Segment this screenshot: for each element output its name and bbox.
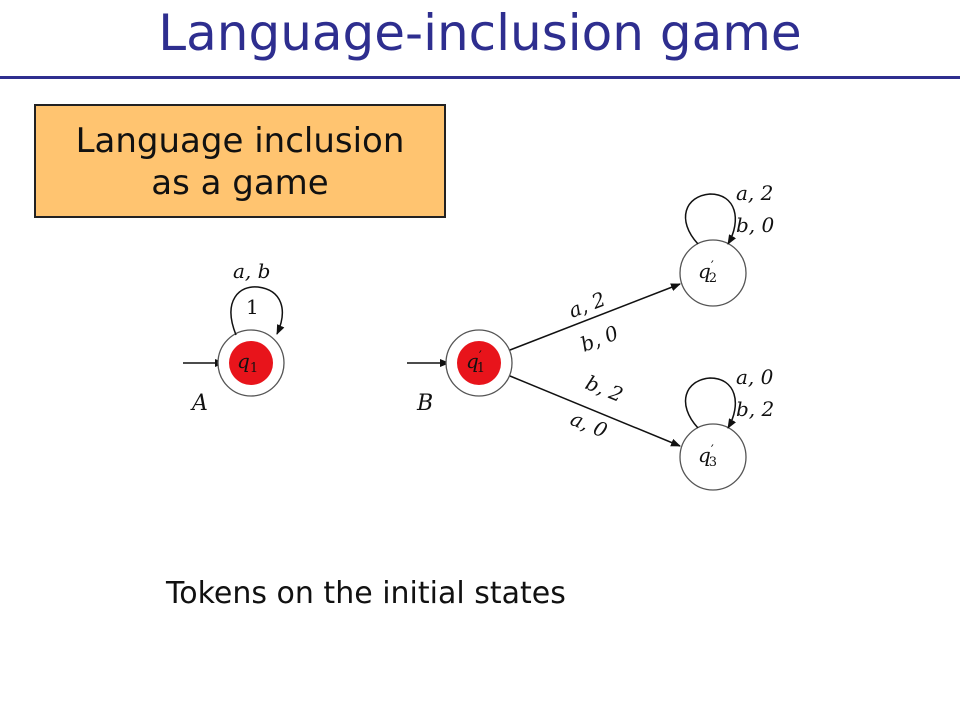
b-loop-q2: [684, 193, 737, 245]
b-edge-q1-q2-bottom-label: b, 0: [577, 320, 622, 356]
a-token-q1: [229, 341, 273, 385]
b-q2-label: q′2: [698, 259, 717, 286]
b-edge-q1-q3-top-label: b, 2: [582, 370, 626, 407]
b-edge-q1-q3-bottom-label: a, 0: [567, 406, 611, 442]
b-token-q1: [457, 341, 501, 385]
automaton-b: q′1 q′2 q′3 a, 2 b, 0 b, 2 a, 0 a, 2 b, …: [407, 181, 775, 491]
a-loop-weight: 1: [246, 295, 259, 319]
b-q1-label: q′1: [466, 349, 485, 376]
b-loop-q3: [684, 377, 737, 429]
b-loop-q2-line2: b, 0: [736, 213, 775, 237]
highlight-box: Language inclusion as a game: [34, 104, 446, 218]
a-name: A: [190, 391, 208, 416]
slide-title: Language-inclusion game: [158, 4, 802, 62]
b-edge-q1-q2: [509, 283, 681, 351]
automaton-a: q1 a, b 1 A: [183, 259, 285, 416]
box-line-1: Language inclusion: [75, 121, 405, 161]
b-loop-q3-line2: b, 2: [736, 397, 774, 421]
caption-text: Tokens on the initial states: [166, 576, 566, 611]
title-underline: [0, 76, 960, 79]
b-edge-q1-q2-top-label: a, 2: [565, 287, 608, 323]
b-loop-q2-line1: a, 2: [736, 181, 773, 205]
a-loop-edge: [230, 286, 285, 336]
b-q3-label: q′3: [698, 443, 717, 470]
b-loop-q3-line1: a, 0: [736, 365, 774, 389]
a-q1-label: q1: [237, 349, 258, 376]
b-state-q3: [679, 423, 747, 491]
b-edge-q1-q3: [509, 375, 681, 447]
b-state-q2: [679, 239, 747, 307]
box-line-2: as a game: [151, 163, 329, 203]
a-loop-label: a, b: [233, 259, 270, 283]
b-name: B: [416, 391, 433, 416]
